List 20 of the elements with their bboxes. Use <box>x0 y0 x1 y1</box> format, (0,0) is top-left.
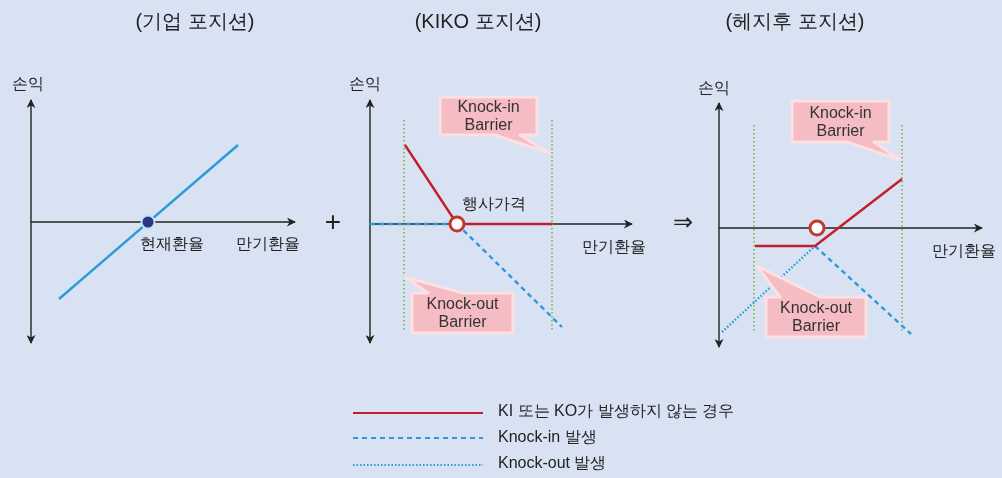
legend-text: Knock-in 발생 <box>498 429 597 445</box>
point-label: 행사가격 <box>462 196 526 212</box>
axis-label: 손익 <box>12 76 44 92</box>
axis-label: 만기환율 <box>236 236 300 252</box>
legend-text: Knock-out 발생 <box>498 455 607 471</box>
point-label: 현재환율 <box>140 236 204 252</box>
callout-bubble: Knock-out Barrier <box>755 264 868 339</box>
axis-label: 손익 <box>349 76 381 92</box>
callout-bubble: Knock-in Barrier <box>440 97 552 155</box>
panel-title: (기업 포지션) <box>135 11 255 31</box>
panel-title: (헤지후 포지션) <box>725 11 865 31</box>
axis-label: 만기환율 <box>932 243 996 259</box>
axis-label: 손익 <box>698 80 730 96</box>
axis-label: 만기환율 <box>582 239 646 255</box>
callout-bubble: Knock-out Barrier <box>403 275 515 335</box>
panel-title: (KIKO 포지션) <box>414 11 542 31</box>
plus-sign: + <box>324 208 342 236</box>
callout-bubble: Knock-in Barrier <box>792 101 902 162</box>
implies-sign: ⇒ <box>673 210 693 234</box>
legend-text: KI 또는 KO가 발생하지 않는 경우 <box>498 403 735 419</box>
